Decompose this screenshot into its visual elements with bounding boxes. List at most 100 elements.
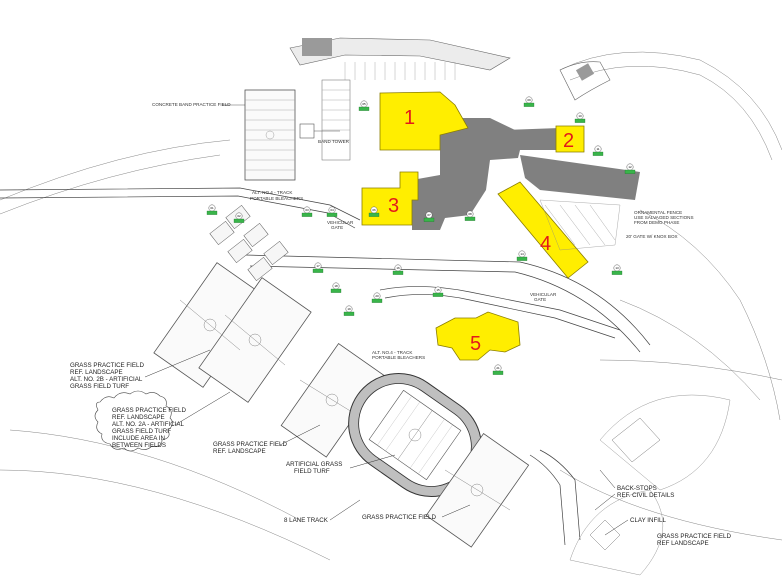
label-back-stops: BACK-STOPS REF. CIVIL DETAILS bbox=[594, 469, 674, 511]
label-gpf-cloud-line: REF. LANDSCAPE bbox=[112, 414, 165, 421]
label-gpf-cloud-line: ALT. NO. 2A - ARTIFICIAL bbox=[112, 421, 185, 428]
detail-tag: 17 bbox=[312, 262, 324, 273]
revision-cloud bbox=[94, 390, 173, 452]
label-ornamental-3: FROM DEMO PHASE bbox=[634, 220, 679, 225]
label-gpf-middle: GRASS PRACTICE FIELD REF. LANDSCAPE bbox=[213, 424, 321, 455]
detail-tag: 07 bbox=[423, 211, 435, 222]
detail-tag: 02 bbox=[233, 212, 245, 223]
label-concrete-band-field: CONCRETE BAND PRACTICE FIELD bbox=[152, 102, 231, 107]
building-number-2: 2 bbox=[563, 130, 574, 152]
label-artificial-turf-line: ARTIFICIAL GRASS bbox=[286, 461, 342, 468]
detail-tag-box bbox=[301, 212, 313, 217]
detail-tag-box bbox=[523, 102, 535, 107]
building-number-3: 3 bbox=[388, 195, 399, 217]
detail-tag-label: 21 bbox=[496, 366, 500, 370]
detail-tag: 19 bbox=[343, 305, 355, 316]
bottom-practice-field bbox=[425, 432, 530, 548]
building-number-5: 5 bbox=[470, 333, 481, 355]
parking-lot bbox=[289, 37, 611, 161]
detail-tag-label: 10 bbox=[578, 114, 582, 118]
label-gpf-right-line: GRASS PRACTICE FIELD bbox=[657, 533, 731, 540]
building-number-4: 4 bbox=[540, 233, 551, 255]
detail-tag-box bbox=[392, 270, 404, 275]
detail-tag-box bbox=[574, 118, 586, 123]
label-gpf-cloud-line: GRASS PRACTICE FIELD bbox=[112, 407, 186, 414]
label-gpf-left-line: GRASS PRACTICE FIELD bbox=[70, 362, 144, 369]
detail-tag-label: 15 bbox=[436, 288, 440, 292]
building-2 bbox=[555, 125, 585, 153]
detail-tag-label: 18 bbox=[334, 284, 338, 288]
detail-tag: 16 bbox=[392, 264, 404, 275]
building-5 bbox=[435, 311, 521, 361]
detail-tag: 21 bbox=[492, 364, 504, 375]
label-gpf-left: GRASS PRACTICE FIELD REF. LANDSCAPE ALT.… bbox=[70, 349, 211, 390]
detail-tag-box bbox=[233, 218, 245, 223]
detail-tag-box bbox=[368, 212, 380, 217]
label-gpf-left-line: ALT. NO. 2B - ARTIFICIAL bbox=[70, 376, 143, 383]
detail-tag-label: 19 bbox=[347, 307, 351, 311]
detail-tag-box bbox=[358, 106, 370, 111]
detail-tag-box bbox=[371, 298, 383, 303]
label-alt-bleachers-2: PORTABLE BLEACHERS bbox=[250, 196, 303, 201]
label-gpf-cloud-line: GRASS FIELD TURF bbox=[112, 428, 171, 435]
detail-tag-label: 07 bbox=[427, 213, 431, 217]
baseball-fields bbox=[569, 394, 731, 576]
detail-tag-box bbox=[624, 169, 636, 174]
callouts: CONCRETE BAND PRACTICE FIELD BAND TOWER … bbox=[70, 102, 731, 547]
building-number-1: 1 bbox=[404, 107, 415, 129]
detail-tag-box bbox=[492, 370, 504, 375]
detail-tag: 15 bbox=[432, 286, 444, 297]
label-gpf-cloud-line: INCLUDE AREA IN bbox=[112, 435, 165, 442]
label-gpf-right-line: REF LANDSCAPE bbox=[657, 540, 709, 547]
detail-tag-label: 02 bbox=[237, 214, 241, 218]
detail-tag-label: 05 bbox=[362, 102, 366, 106]
detail-tag-box bbox=[343, 311, 355, 316]
label-gpf-middle-line: REF. LANDSCAPE bbox=[213, 448, 266, 455]
label-clay-infill: CLAY INFILL bbox=[630, 517, 666, 524]
detail-tag: 08 bbox=[464, 210, 476, 221]
label-back-stops-line: REF. CIVIL DETAILS bbox=[617, 492, 674, 499]
running-track bbox=[348, 373, 482, 497]
detail-tag-label: 14 bbox=[520, 252, 524, 256]
detail-tag-box bbox=[516, 256, 528, 261]
label-back-stops-line: BACK-STOPS bbox=[617, 485, 657, 492]
label-vehicular-gate-2b: GATE bbox=[534, 297, 546, 302]
detail-tag-box bbox=[330, 288, 342, 293]
detail-tag: 01 bbox=[206, 204, 218, 215]
detail-tag: 11 bbox=[592, 145, 604, 156]
detail-tag-box bbox=[464, 216, 476, 221]
detail-tag-label: 11 bbox=[596, 147, 599, 151]
label-gpf-cloud-line: BETWEEN FIELDS bbox=[112, 442, 166, 449]
detail-tag: 03 bbox=[301, 206, 313, 217]
building-1 bbox=[379, 91, 469, 151]
hatched-area bbox=[539, 199, 621, 251]
detail-tag: 14 bbox=[516, 250, 528, 261]
label-gpf-right: GRASS PRACTICE FIELD REF LANDSCAPE bbox=[657, 533, 731, 547]
detail-tag: 20 bbox=[371, 292, 383, 303]
label-artificial-turf-line: FIELD TURF bbox=[294, 468, 330, 475]
detail-tag-label: 01 bbox=[210, 206, 214, 210]
building-4 bbox=[497, 181, 589, 279]
detail-tag-box bbox=[206, 210, 218, 215]
label-alt-bleachers-1: ALT. NO.4 - TRACK bbox=[252, 190, 293, 195]
detail-tag-box bbox=[592, 151, 604, 156]
label-gpf-left-line: REF. LANDSCAPE bbox=[70, 369, 123, 376]
label-ornamental-1: ORNAMENTAL FENCE bbox=[634, 210, 682, 215]
label-vehicular-gate-1b: GATE bbox=[331, 225, 343, 230]
detail-tag-box bbox=[611, 270, 623, 275]
label-gpf-middle-line: GRASS PRACTICE FIELD bbox=[213, 441, 287, 448]
detail-tag-label: 12 bbox=[628, 165, 632, 169]
detail-tag: 05 bbox=[358, 100, 370, 111]
detail-tag-label: 03 bbox=[305, 208, 309, 212]
roads bbox=[0, 187, 651, 546]
label-vehicular-gate-2a: VEHICULAR bbox=[530, 292, 557, 297]
detail-tag-label: 08 bbox=[468, 212, 472, 216]
label-gate-knox: 20' GATE W/ KNOX BOX bbox=[626, 234, 678, 239]
label-8-lane-track: 8 LANE TRACK bbox=[284, 517, 329, 524]
detail-tag: 18 bbox=[330, 282, 342, 293]
detail-tag-box bbox=[312, 268, 324, 273]
band-practice-field bbox=[244, 89, 340, 181]
detail-tag-label: 09 bbox=[527, 98, 531, 102]
